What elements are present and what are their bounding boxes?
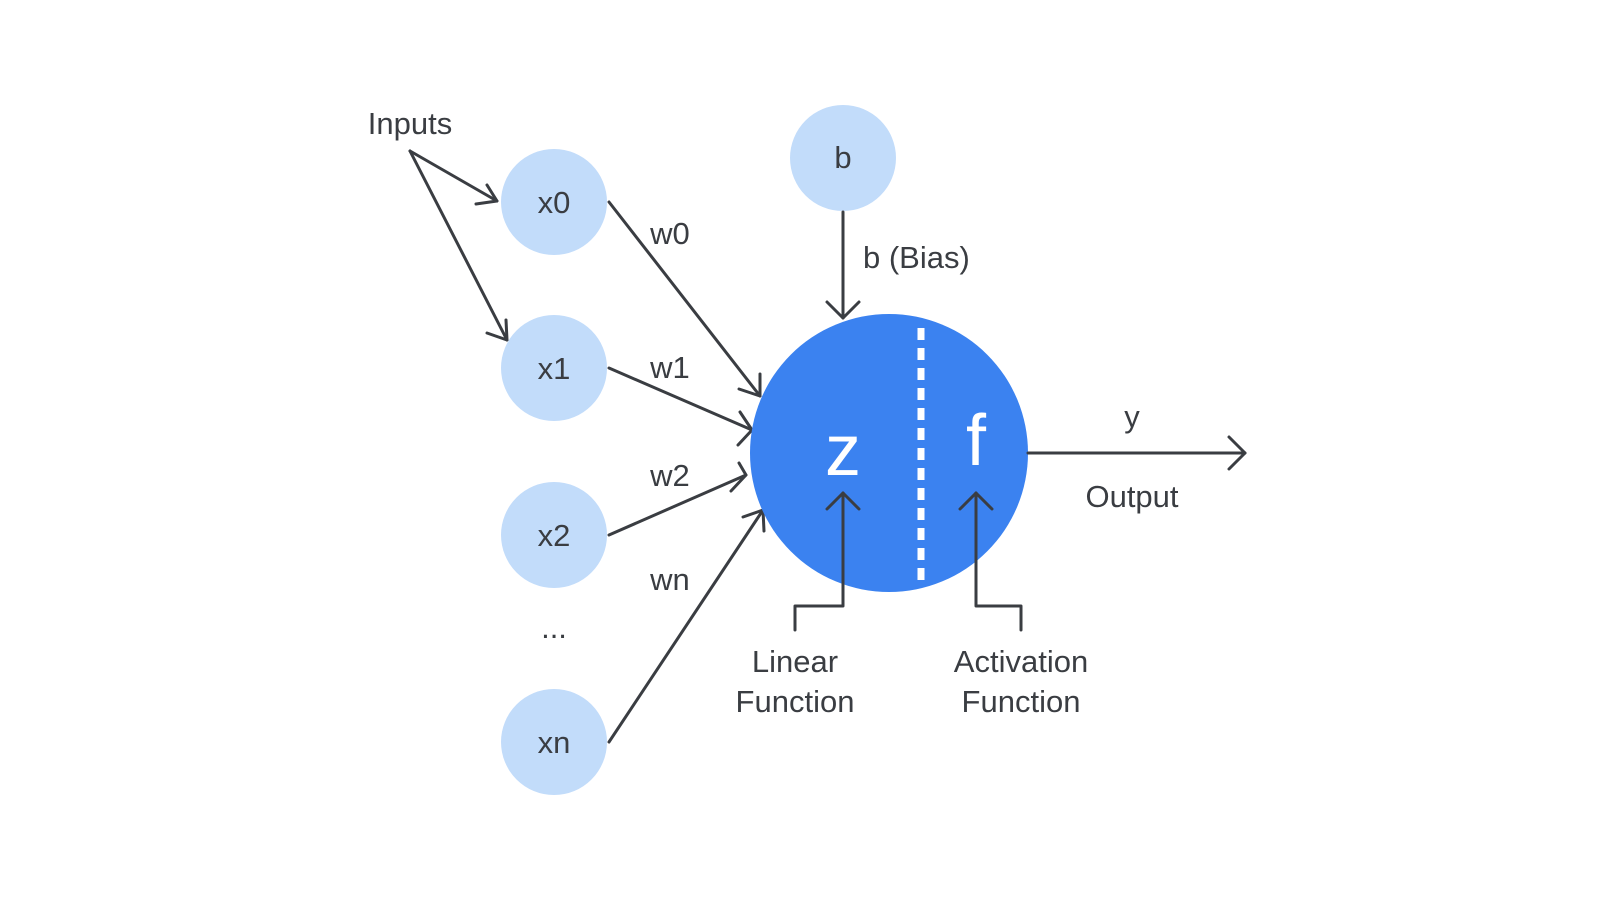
activation-function-label-line2: Function [962, 684, 1081, 719]
input-node-x0: x0 [501, 149, 607, 255]
input-node-xn: xn [501, 689, 607, 795]
bias-node-label: b [834, 140, 851, 175]
weight-label-wn: wn [649, 562, 690, 597]
inputs-label: Inputs [368, 106, 452, 141]
input-node-label: x1 [538, 351, 571, 386]
input-node-label: xn [538, 725, 571, 760]
activation-function-pointer [958, 491, 1023, 632]
activation-function-label-line1: Activation [954, 644, 1088, 679]
input-node-circle [501, 315, 607, 421]
input-node-x2: x2 [501, 482, 607, 588]
neuron: z f [750, 314, 1028, 592]
activation-function-symbol: f [966, 401, 987, 481]
inputs-arrows [408, 149, 509, 342]
input-node-circle [501, 149, 607, 255]
weight-label-w0: w0 [649, 216, 690, 251]
weight-label-w2: w2 [649, 458, 690, 493]
ellipsis: ... [541, 610, 567, 645]
output-symbol: y [1124, 399, 1140, 434]
input-node-circle [501, 482, 607, 588]
bias-node-circle [790, 105, 896, 211]
input-node-x1: x1 [501, 315, 607, 421]
bias-arrow [825, 210, 861, 320]
bias-label: b (Bias) [863, 240, 970, 275]
bias-node: b [790, 105, 896, 211]
output-arrow [1026, 435, 1247, 471]
input-node-label: x2 [538, 518, 571, 553]
input-node-circle [501, 689, 607, 795]
weight-label-w1: w1 [649, 350, 690, 385]
linear-function-label-line2: Function [736, 684, 855, 719]
linear-function-label-line1: Linear [752, 644, 838, 679]
input-node-label: x0 [538, 185, 571, 220]
linear-function-symbol: z [825, 411, 861, 491]
linear-function-pointer [793, 491, 861, 632]
output-label: Output [1085, 479, 1178, 514]
neuron-circle [750, 314, 1028, 592]
